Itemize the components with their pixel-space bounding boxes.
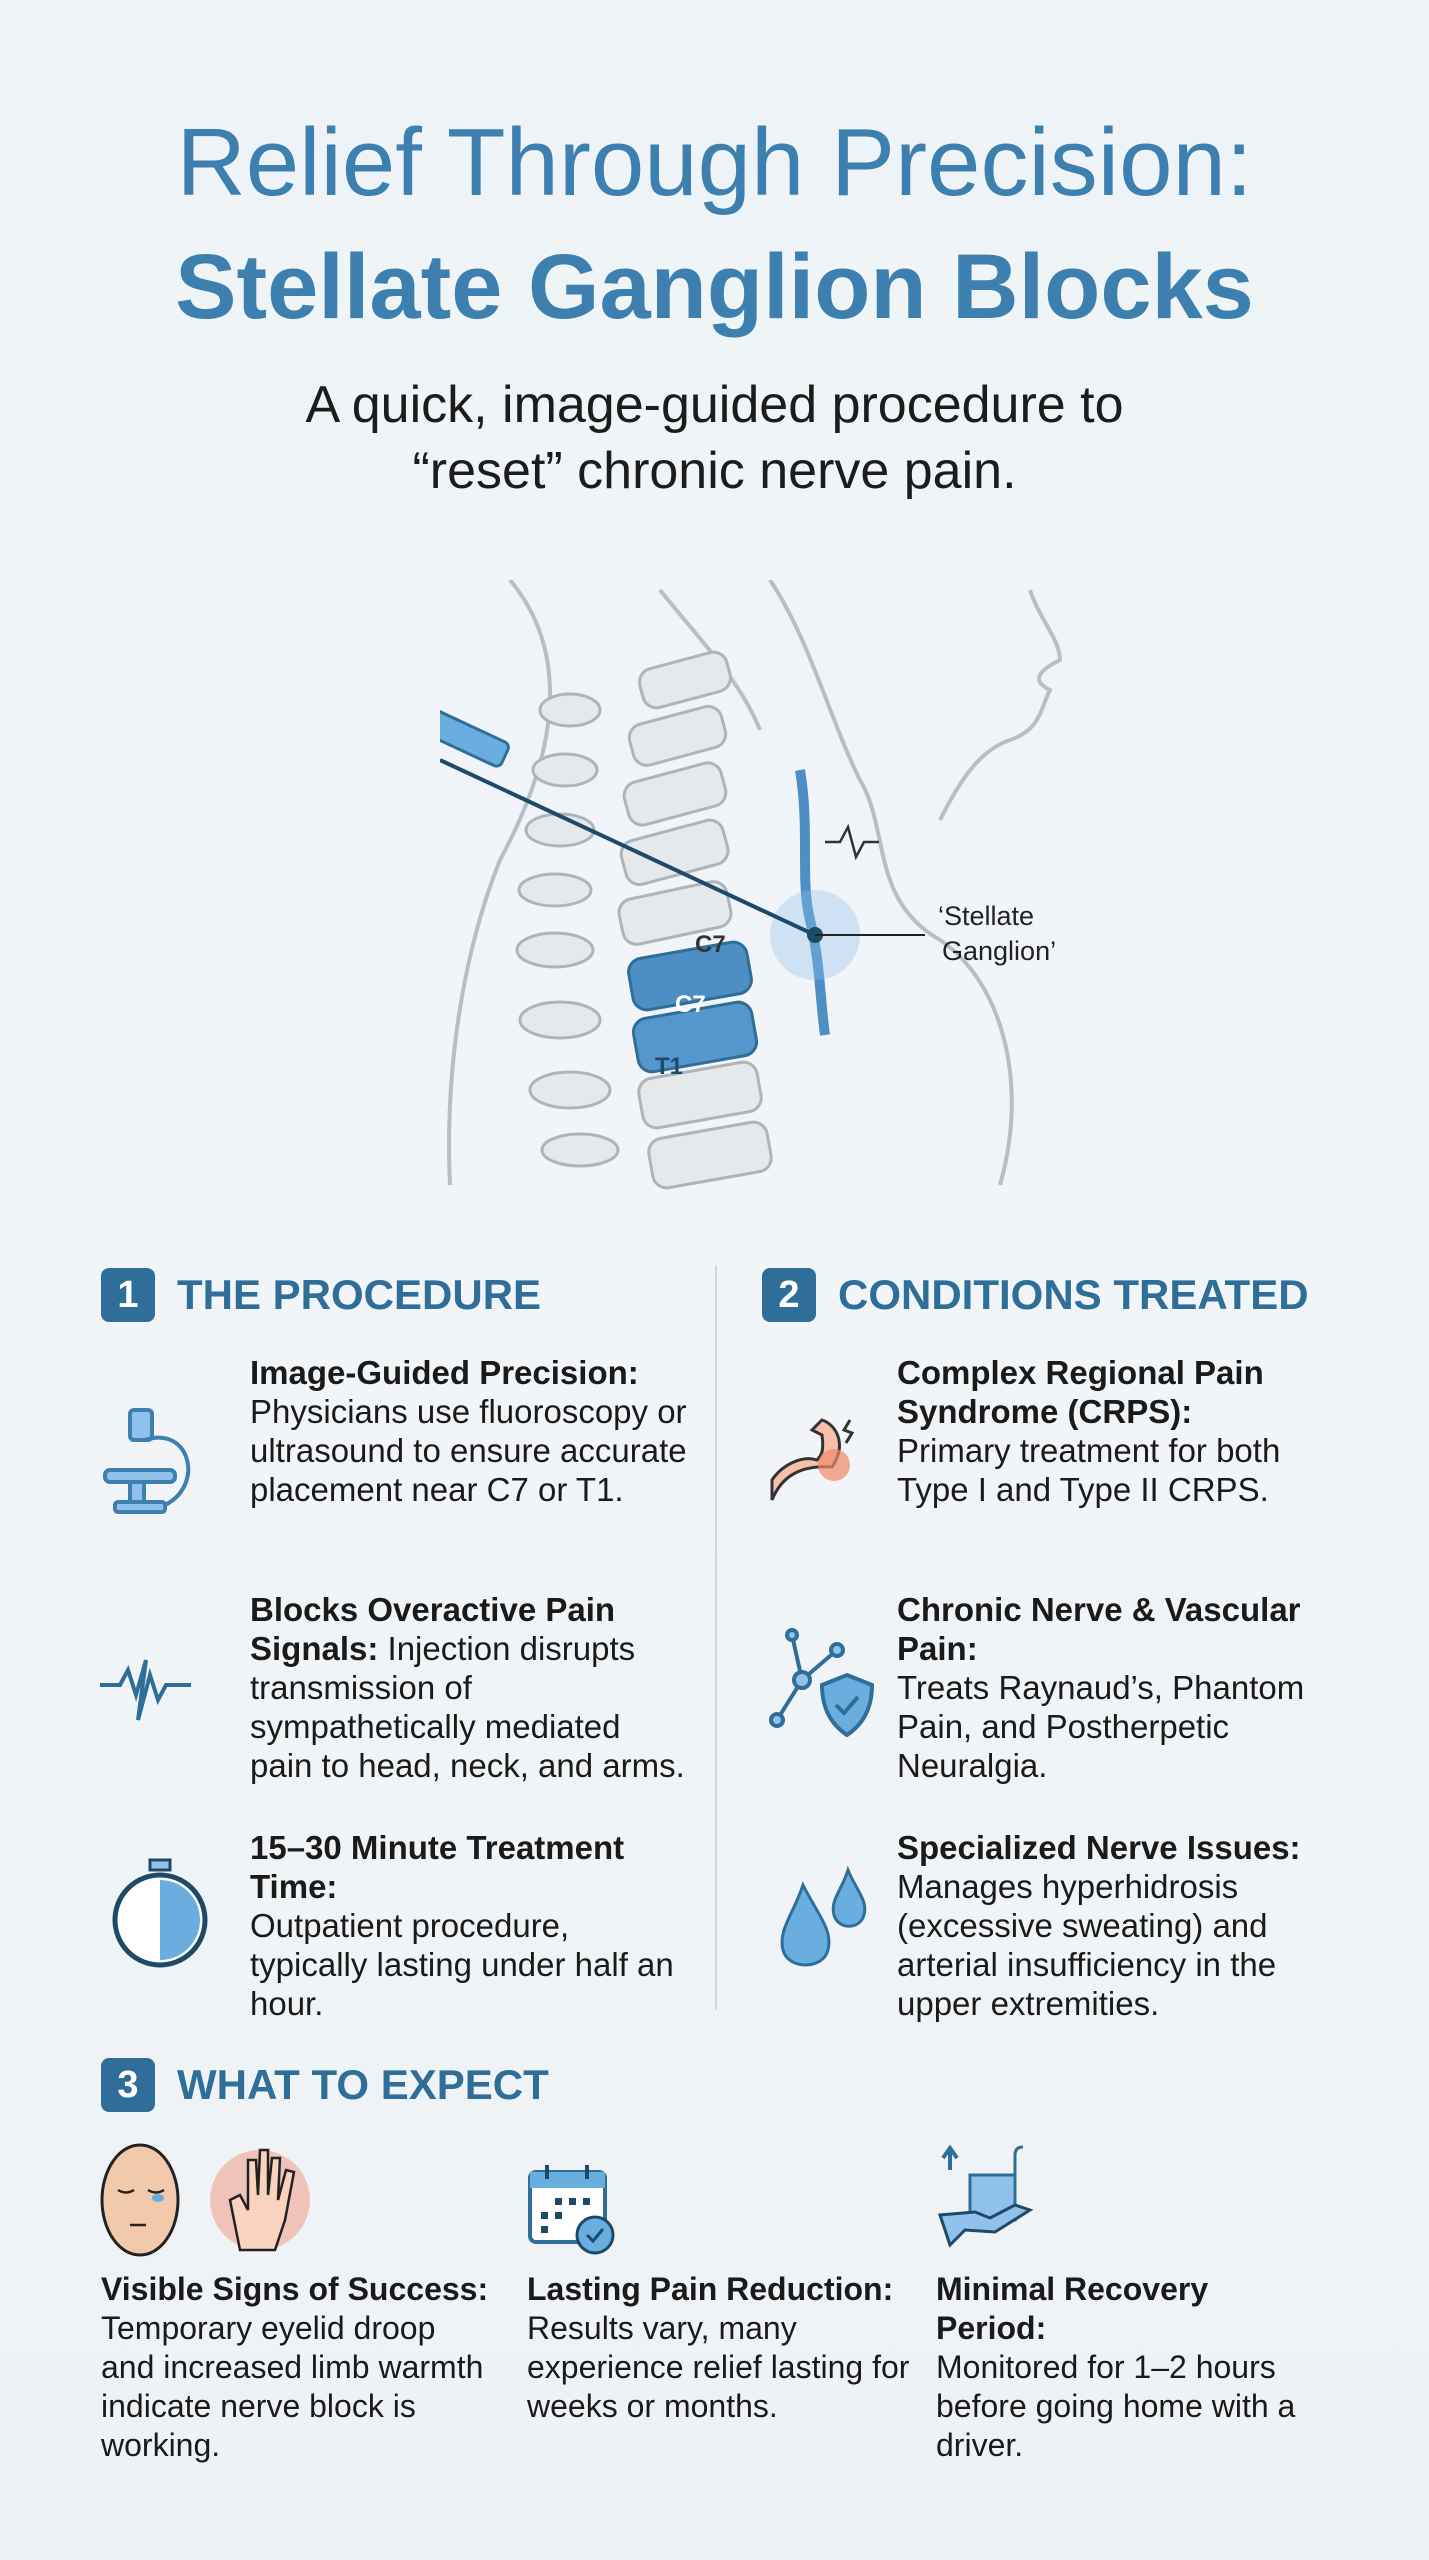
expect-item: Minimal Recovery Period:Monitored for 1–… xyxy=(936,2270,1326,2465)
procedure-item: Image-Guided Precision:Physicians use fl… xyxy=(250,1353,690,1509)
item-heading: Image-Guided Precision: xyxy=(250,1354,639,1391)
item-body: Temporary eyelid droop and increased lim… xyxy=(101,2310,484,2463)
neck-front-outline xyxy=(768,580,1014,1186)
water-drops-icon xyxy=(780,1865,867,1967)
syringe-needle-icon xyxy=(440,698,816,937)
section-expect-header: 3 WHAT TO EXPECT xyxy=(101,2058,549,2112)
item-heading: Specialized Nerve Issues: xyxy=(897,1829,1301,1866)
procedure-item: 15–30 Minute Treatment Time:Outpatient p… xyxy=(250,1828,690,2023)
item-heading: Chronic Nerve & Vascular Pain: xyxy=(897,1591,1301,1667)
label-c7-lower: C7 xyxy=(675,991,706,1018)
section-number-badge: 1 xyxy=(101,1268,155,1322)
item-body: Primary treatment for both Type I and Ty… xyxy=(897,1432,1281,1508)
label-ganglion-1: ‘Stellate xyxy=(938,901,1034,931)
section-procedure-header: 1 THE PROCEDURE xyxy=(101,1268,541,1322)
nerve-shield-icon xyxy=(769,1628,875,1738)
face-and-warm-hand-icon xyxy=(100,2143,310,2257)
section-conditions-header: 2 CONDITIONS TREATED xyxy=(762,1268,1309,1322)
item-heading: Visible Signs of Success: xyxy=(101,2271,489,2307)
section-number-badge: 3 xyxy=(101,2058,155,2112)
label-c7-upper: C7 xyxy=(695,931,726,958)
procedure-item: Blocks Overactive Pain Signals: Injectio… xyxy=(250,1590,690,1785)
label-t1: T1 xyxy=(655,1053,683,1080)
item-body: Manages hyperhidrosis (excessive sweatin… xyxy=(897,1868,1277,2022)
item-body: Outpatient procedure, typically lasting … xyxy=(250,1907,674,2022)
neck-anatomy-illustration: C7 C7 T1 ‘Stellate Ganglion’ xyxy=(440,580,1063,1190)
condition-item: Complex Regional Pain Syndrome (CRPS):Pr… xyxy=(897,1353,1337,1509)
nerve-signal-icon xyxy=(100,1659,191,1721)
signal-icon xyxy=(825,823,879,861)
column-divider xyxy=(715,1265,717,2010)
nerve-trunk xyxy=(795,769,830,1036)
hand-holding-box-icon xyxy=(937,2144,1034,2248)
item-heading: Lasting Pain Reduction: xyxy=(527,2271,894,2307)
face-profile xyxy=(938,589,1063,821)
neck-back-outline xyxy=(447,580,552,1186)
label-ganglion-2: Ganglion’ xyxy=(942,936,1056,966)
item-heading: 15–30 Minute Treatment Time: xyxy=(250,1829,625,1905)
condition-item: Chronic Nerve & Vascular Pain:Treats Ray… xyxy=(897,1590,1337,1785)
item-body: Treats Raynaud’s, Phantom Pain, and Post… xyxy=(897,1669,1305,1784)
stopwatch-icon xyxy=(112,1858,208,1968)
section-number-badge: 2 xyxy=(762,1268,816,1322)
item-heading: Minimal Recovery Period: xyxy=(936,2271,1209,2346)
subtitle-line-1: A quick, image-guided procedure to xyxy=(305,376,1124,434)
expect-item: Visible Signs of Success:Temporary eyeli… xyxy=(101,2270,491,2465)
section-title: CONDITIONS TREATED xyxy=(838,1271,1309,1318)
highlighted-vertebrae xyxy=(627,940,759,1074)
calendar-check-icon xyxy=(528,2165,615,2255)
item-body: Injection disrupts transmission of sympa… xyxy=(250,1630,685,1784)
cervical-spine xyxy=(515,650,773,1190)
item-heading: Blocks Overactive Pain Signals: xyxy=(250,1591,616,1667)
subtitle-line-2: “reset” chronic nerve pain. xyxy=(412,442,1017,500)
flexed-arm-pain-icon xyxy=(770,1418,855,1501)
item-body: Monitored for 1–2 hours before going hom… xyxy=(936,2349,1296,2463)
condition-item: Specialized Nerve Issues:Manages hyperhi… xyxy=(897,1828,1337,2023)
item-body: Results vary, many experience relief las… xyxy=(527,2310,910,2424)
expect-item: Lasting Pain Reduction:Results vary, man… xyxy=(527,2270,917,2426)
item-heading: Complex Regional Pain Syndrome (CRPS): xyxy=(897,1354,1264,1430)
section-title: THE PROCEDURE xyxy=(177,1271,542,1318)
c-arm-fluoroscopy-icon xyxy=(103,1408,191,1514)
item-body: Physicians use fluoroscopy or ultrasound… xyxy=(250,1393,687,1508)
subtitle: A quick, image-guided procedure to “rese… xyxy=(0,372,1429,504)
section-title: WHAT TO EXPECT xyxy=(177,2061,549,2108)
title-line-2: Stellate Ganglion Blocks xyxy=(175,236,1254,338)
title-line-1: Relief Through Precision: xyxy=(176,109,1253,216)
